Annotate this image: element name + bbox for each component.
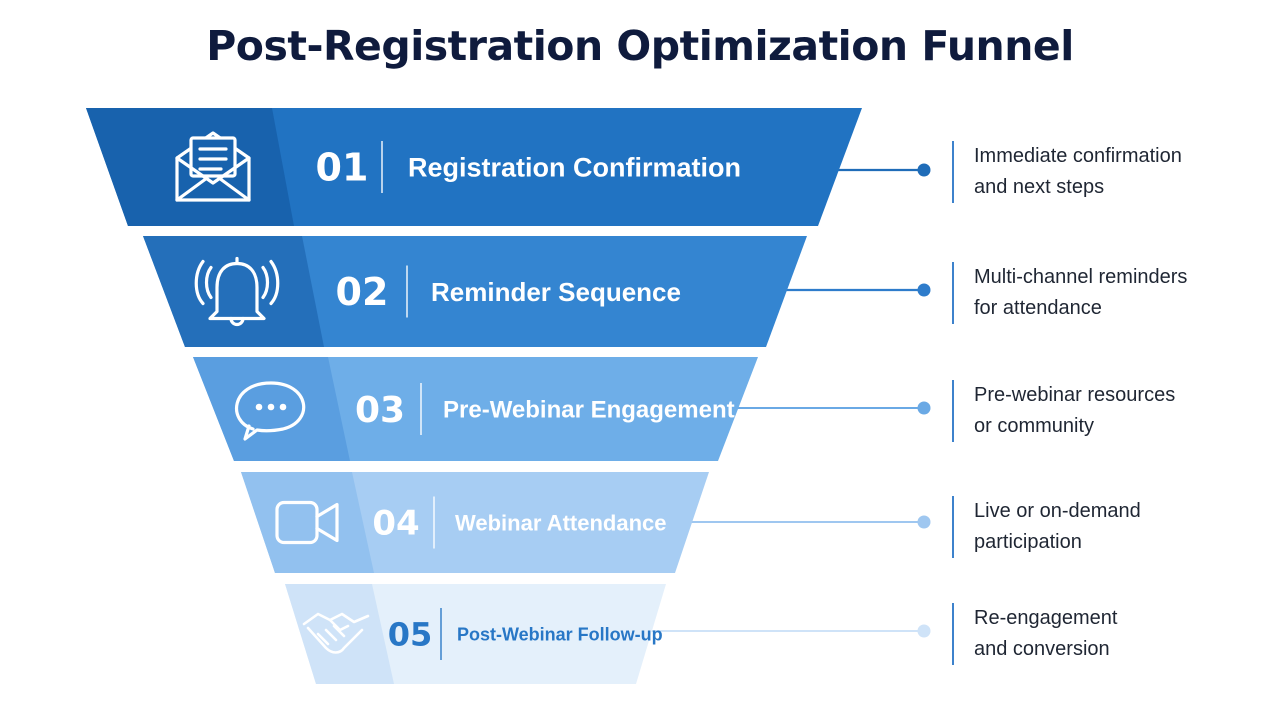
stage-description-3: Pre-webinar resources or community — [952, 380, 1274, 442]
stage-label: Webinar Attendance — [455, 510, 666, 535]
stage-label: Post-Webinar Follow-up — [457, 624, 663, 644]
connector-dot — [917, 624, 931, 638]
chat-bubble-icon — [235, 381, 306, 441]
connector-dot — [917, 163, 931, 177]
description-line: Live or on-demand — [974, 500, 1141, 522]
description-line: for attendance — [974, 297, 1102, 319]
stage-description-4: Live or on-demand participation — [952, 496, 1274, 558]
funnel-stage-5: 05 Post-Webinar Follow-up — [285, 584, 931, 684]
funnel-stage-3: 03 Pre-Webinar Engagement — [193, 357, 931, 461]
description-line: Multi-channel reminders — [974, 266, 1188, 288]
handshake-icon — [302, 612, 370, 654]
stage-label: Registration Confirmation — [408, 153, 741, 183]
funnel-stage-4: 04 Webinar Attendance — [241, 472, 931, 573]
funnel-icon-panel — [285, 584, 394, 684]
stage-description-2: Multi-channel reminders for attendance — [952, 262, 1274, 324]
page-title: Post-Registration Optimization Funnel — [206, 22, 1074, 70]
description-line: and next steps — [974, 176, 1105, 198]
stage-number: 05 — [388, 616, 433, 654]
funnel-icon-panel — [143, 236, 324, 347]
connector-dot — [917, 283, 931, 297]
stage-description-1: Immediate confirmation and next steps — [952, 141, 1274, 203]
stage-number: 02 — [336, 270, 389, 314]
bell-icon — [194, 256, 280, 327]
envelope-icon — [175, 131, 251, 202]
stage-label: Pre-Webinar Engagement — [443, 397, 735, 424]
stage-number: 01 — [316, 146, 369, 190]
video-camera-icon — [275, 500, 339, 545]
connector-dot — [917, 515, 931, 529]
description-line: Re-engagement — [974, 607, 1118, 629]
description-line: and conversion — [974, 638, 1110, 660]
connector-dot — [917, 401, 931, 415]
description-line: participation — [974, 531, 1082, 553]
description-line: Immediate confirmation — [974, 145, 1182, 167]
description-line: or community — [974, 415, 1095, 437]
funnel-icon-panel — [241, 472, 374, 573]
stage-number: 04 — [372, 504, 419, 544]
description-line: Pre-webinar resources — [974, 384, 1176, 406]
funnel-stage-1: 01 Registration Confirmation — [86, 108, 931, 226]
stage-label: Reminder Sequence — [431, 277, 681, 307]
stage-description-5: Re-engagement and conversion — [952, 603, 1274, 665]
stage-number: 03 — [355, 390, 405, 431]
funnel-stage-2: 02 Reminder Sequence — [143, 236, 931, 347]
